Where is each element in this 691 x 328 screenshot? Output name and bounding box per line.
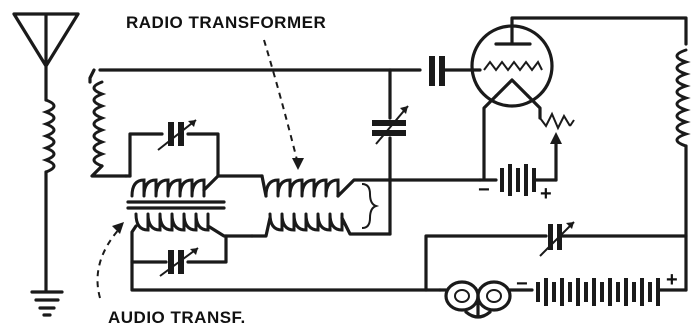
variable-capacitor-icon: [128, 119, 220, 178]
arrowhead-icon: [292, 158, 304, 170]
a-battery-minus: −: [478, 179, 490, 201]
variable-capacitor-icon: [424, 221, 688, 292]
a-battery-plus: +: [540, 183, 552, 205]
radio-transformer: [216, 174, 482, 238]
radio-transformer-label: RADIO TRANSFORMER: [126, 13, 326, 32]
b-battery-minus: −: [516, 273, 528, 295]
arrowhead-icon: [112, 222, 124, 234]
ground-icon: [30, 290, 64, 317]
vacuum-tube-icon: [470, 16, 688, 180]
rheostat-icon: [539, 111, 575, 182]
fixed-capacitor-icon: [429, 56, 482, 86]
variable-capacitor-icon: [372, 68, 409, 236]
antenna-coil: [41, 98, 56, 292]
battery-icon: [536, 278, 688, 306]
audio-transformer-pointer: [96, 227, 121, 299]
antenna-icon: [12, 12, 80, 102]
variable-capacitor-icon: [130, 234, 228, 277]
secondary-coil: [88, 68, 422, 178]
plate-coil: [675, 48, 691, 292]
audio-transformer-label: AUDIO TRANSF.: [108, 308, 246, 327]
battery-icon: [478, 164, 558, 196]
headphones-icon: [438, 280, 534, 319]
radio-transformer-pointer: [263, 39, 299, 165]
b-battery-plus: +: [666, 269, 678, 291]
